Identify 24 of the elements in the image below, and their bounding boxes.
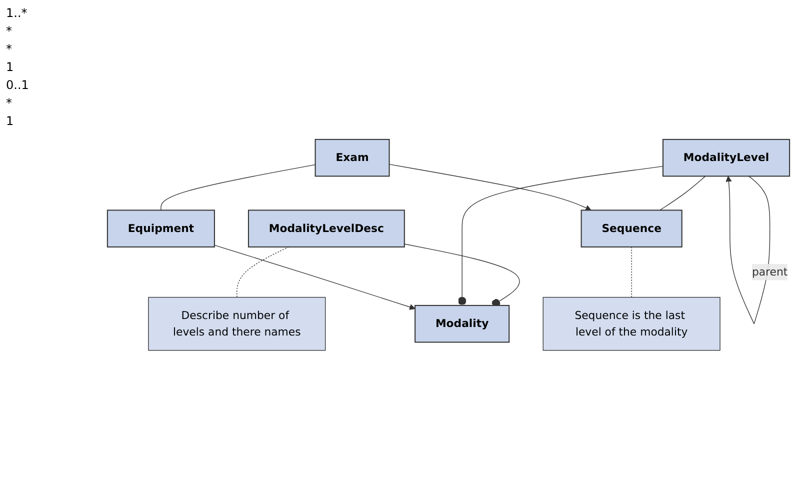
edge-label: parent bbox=[752, 264, 788, 278]
arrow bbox=[214, 244, 416, 310]
arrow bbox=[388, 164, 592, 210]
connector bbox=[660, 175, 706, 210]
connector bbox=[160, 164, 316, 210]
connector bbox=[631, 246, 632, 298]
connector bbox=[404, 243, 520, 307]
multiplicity-label: 0..1 bbox=[6, 78, 30, 92]
node-box: Sequence is the last level of the modality bbox=[542, 296, 720, 350]
node-box: Exam bbox=[314, 138, 390, 176]
connector bbox=[458, 166, 664, 306]
multiplicity-label: * bbox=[6, 42, 13, 56]
multiplicity-label: 1 bbox=[6, 114, 15, 128]
node-box: Equipment bbox=[106, 209, 215, 248]
node-box: ModalityLevel bbox=[662, 138, 790, 176]
node-box: Sequence bbox=[580, 209, 682, 248]
multiplicity-label: 1 bbox=[6, 60, 15, 74]
node-box: Describe number of levels and there names bbox=[148, 296, 326, 350]
node-box: ModalityLevelDesc bbox=[248, 209, 405, 248]
multiplicity-label: 1..* bbox=[6, 6, 28, 20]
multiplicity-label: * bbox=[6, 96, 13, 110]
node-box: Modality bbox=[414, 304, 510, 342]
multiplicity-label: * bbox=[6, 24, 13, 38]
connector bbox=[236, 246, 289, 298]
